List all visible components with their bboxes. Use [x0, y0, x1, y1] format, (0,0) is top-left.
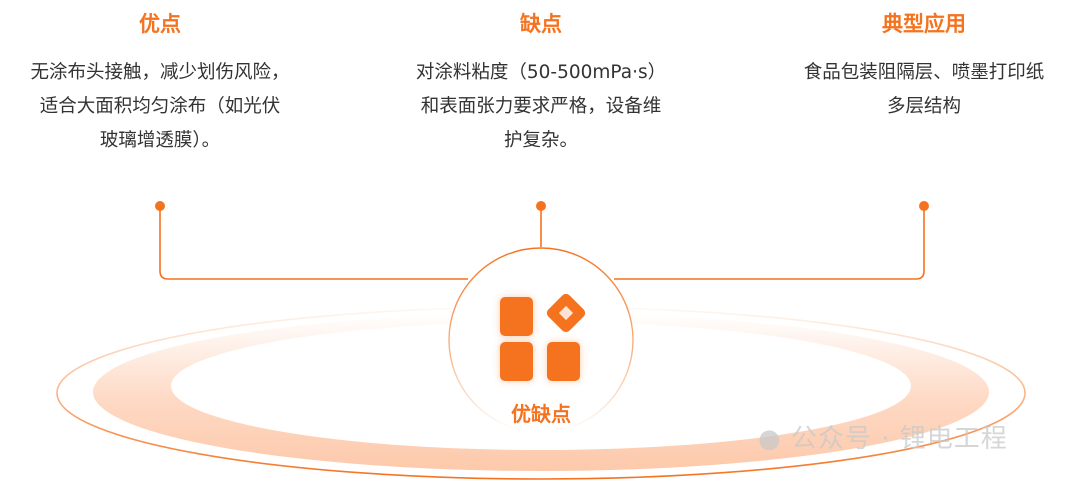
pros-line: 无涂布头接触，减少划伤风险， [30, 62, 290, 83]
cons-line: 护复杂。 [503, 130, 578, 151]
dot-right [919, 201, 929, 211]
pros-title: 优点 [139, 12, 181, 36]
wechat-icon: ● [758, 424, 782, 454]
cons-title: 缺点 [520, 12, 562, 36]
applications-line: 多层结构 [886, 96, 961, 117]
apps-grid-icon [500, 293, 586, 381]
pros-line: 玻璃增透膜）。 [99, 130, 221, 151]
dot-left [155, 201, 165, 211]
pros-line: 适合大面积均匀涂布（如光伏 [39, 96, 281, 117]
center-circle [448, 247, 634, 433]
cons-column: 缺点 对涂料粘度（50-500mPa·s） 和表面张力要求严格，设备维 护复杂。 [351, 8, 731, 158]
applications-title: 典型应用 [882, 12, 966, 36]
connector-lines [159, 206, 925, 280]
watermark: ● 公众号 · 锂电工程 [758, 418, 1008, 455]
cons-line: 对涂料粘度（50-500mPa·s） [415, 62, 667, 83]
dot-middle [536, 201, 546, 211]
cons-line: 和表面张力要求严格，设备维 [420, 96, 662, 117]
center-label: 优缺点 [511, 402, 571, 426]
watermark-text: 公众号 · 锂电工程 [790, 424, 1008, 454]
applications-line: 食品包装阻隔层、喷墨打印纸 [803, 62, 1045, 83]
pros-column: 优点 无涂布头接触，减少划伤风险， 适合大面积均匀涂布（如光伏 玻璃增透膜）。 [0, 8, 350, 158]
applications-column: 典型应用 食品包装阻隔层、喷墨打印纸 多层结构 [734, 8, 1080, 124]
